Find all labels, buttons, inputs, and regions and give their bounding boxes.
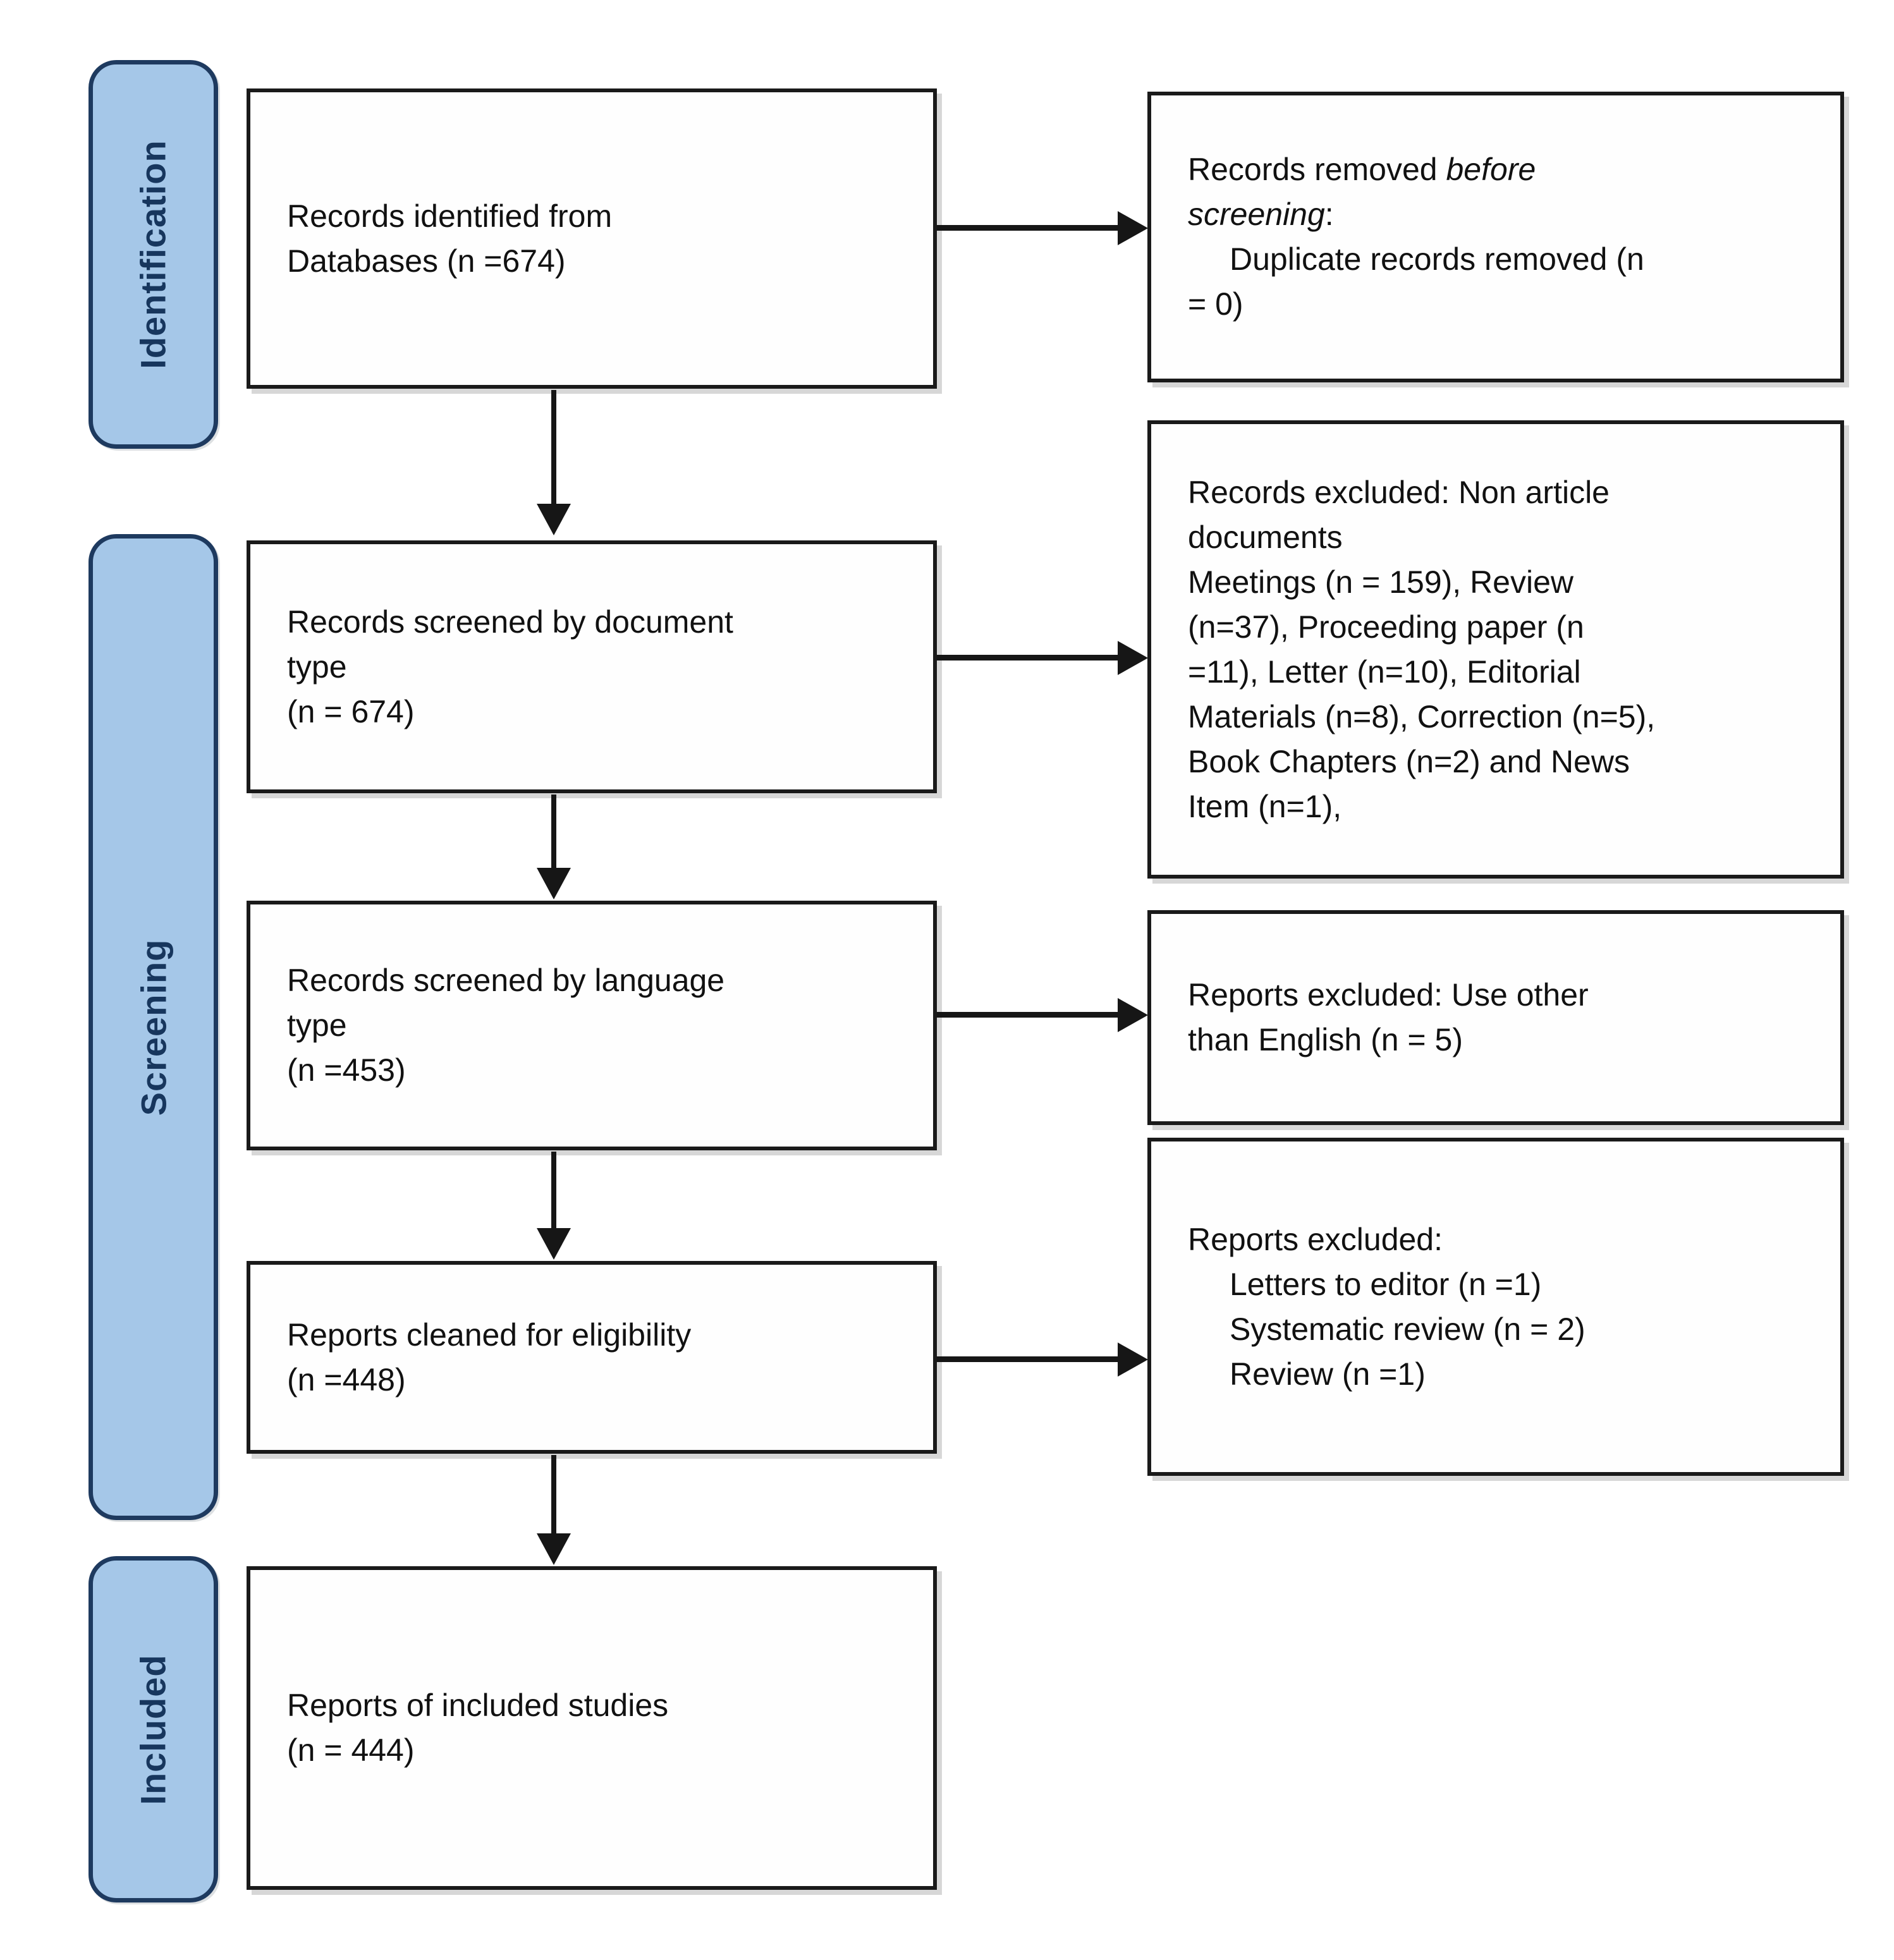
arrow-screened-doc-to-screened-lang-stem xyxy=(551,794,556,870)
arrow-eligibility-to-excluded-stem xyxy=(937,1356,1119,1362)
box-screened-language-line3: (n =453) xyxy=(287,1052,406,1088)
arrow-identified-to-screened-doc-stem xyxy=(551,390,556,505)
box-records-identified-line2: Databases (n =674) xyxy=(287,243,566,279)
box-screened-document-line2: type xyxy=(287,648,347,685)
excluded-doc-line8: Item (n=1), xyxy=(1188,788,1342,824)
removed-before-colon: : xyxy=(1324,197,1334,232)
arrow-eligibility-to-excluded-head-icon xyxy=(1118,1342,1148,1377)
box-cleaned-eligibility: Reports cleaned for eligibility (n =448) xyxy=(247,1261,937,1454)
box-included-studies: Reports of included studies (n = 444) xyxy=(247,1566,937,1890)
excluded-doc-line5: =11), Letter (n=10), Editorial xyxy=(1188,654,1581,690)
excluded-doc-line3: Meetings (n = 159), Review xyxy=(1188,564,1574,600)
arrow-screened-doc-to-excluded-head-icon xyxy=(1118,641,1148,675)
excluded-elig-item1: Letters to editor (n =1) xyxy=(1230,1266,1542,1302)
excluded-lang-line1: Reports excluded: Use other xyxy=(1188,977,1589,1013)
box-records-excluded-non-article: Records excluded: Non article documents … xyxy=(1147,420,1844,879)
box-screened-language-line2: type xyxy=(287,1007,347,1043)
excluded-elig-heading: Reports excluded: xyxy=(1188,1221,1443,1257)
removed-before-item-line2: = 0) xyxy=(1188,286,1243,322)
removed-before-heading-line2: screening: xyxy=(1188,192,1815,237)
box-records-identified: Records identified from Databases (n =67… xyxy=(247,88,937,389)
box-reports-excluded-language: Reports excluded: Use other than English… xyxy=(1147,910,1844,1125)
box-included-studies-line1: Reports of included studies xyxy=(287,1688,669,1723)
box-records-identified-line1: Records identified from xyxy=(287,198,613,234)
stage-label-included: Included xyxy=(89,1556,218,1902)
arrow-identified-to-removed-head-icon xyxy=(1118,211,1148,245)
removed-before-prefix: Records removed xyxy=(1188,152,1446,187)
stage-label-screening-text: Screening xyxy=(133,939,174,1116)
box-included-studies-line2: (n = 444) xyxy=(287,1732,415,1768)
excluded-elig-item2: Systematic review (n = 2) xyxy=(1230,1311,1585,1347)
arrow-screened-lang-to-eligibility-stem xyxy=(551,1152,556,1231)
box-reports-excluded-eligibility: Reports excluded: Letters to editor (n =… xyxy=(1147,1138,1844,1476)
box-cleaned-eligibility-line1: Reports cleaned for eligibility xyxy=(287,1317,692,1353)
box-screened-document-line3: (n = 674) xyxy=(287,693,415,729)
excluded-doc-line1: Records excluded: Non article xyxy=(1188,474,1610,510)
excluded-doc-line6: Materials (n=8), Correction (n=5), xyxy=(1188,698,1656,734)
removed-before-italic2: screening xyxy=(1188,197,1325,232)
box-screened-language-type: Records screened by language type (n =45… xyxy=(247,901,937,1150)
excluded-doc-line7: Book Chapters (n=2) and News xyxy=(1188,743,1630,779)
box-screened-language-line1: Records screened by language xyxy=(287,963,725,998)
arrow-screened-doc-to-screened-lang-head-icon xyxy=(537,868,571,899)
arrow-screened-lang-to-excluded-head-icon xyxy=(1118,998,1148,1032)
excluded-lang-line2: than English (n = 5) xyxy=(1188,1022,1463,1057)
arrow-identified-to-removed-stem xyxy=(937,225,1119,231)
stage-label-screening: Screening xyxy=(89,534,218,1520)
stage-label-included-text: Included xyxy=(133,1653,174,1805)
stage-label-identification-text: Identification xyxy=(133,140,174,369)
arrow-eligibility-to-included-head-icon xyxy=(537,1533,571,1565)
arrow-screened-lang-to-eligibility-head-icon xyxy=(537,1228,571,1260)
arrow-eligibility-to-included-stem xyxy=(551,1455,556,1536)
removed-before-item-line1: Duplicate records removed (n xyxy=(1230,241,1644,277)
box-removed-before-screening: Records removed before screening: Duplic… xyxy=(1147,92,1844,382)
box-screened-document-type: Records screened by document type (n = 6… xyxy=(247,540,937,793)
excluded-doc-line4: (n=37), Proceeding paper (n xyxy=(1188,609,1584,645)
stage-label-identification: Identification xyxy=(89,60,218,449)
removed-before-heading-line1: Records removed before xyxy=(1188,147,1815,192)
arrow-screened-lang-to-excluded-stem xyxy=(937,1012,1119,1018)
arrow-screened-doc-to-excluded-stem xyxy=(937,655,1119,660)
box-cleaned-eligibility-line2: (n =448) xyxy=(287,1361,406,1397)
excluded-elig-item3: Review (n =1) xyxy=(1230,1356,1426,1392)
box-screened-document-line1: Records screened by document xyxy=(287,604,733,640)
removed-before-italic1: before xyxy=(1446,152,1536,187)
excluded-doc-line2: documents xyxy=(1188,519,1343,555)
arrow-identified-to-screened-doc-head-icon xyxy=(537,504,571,535)
